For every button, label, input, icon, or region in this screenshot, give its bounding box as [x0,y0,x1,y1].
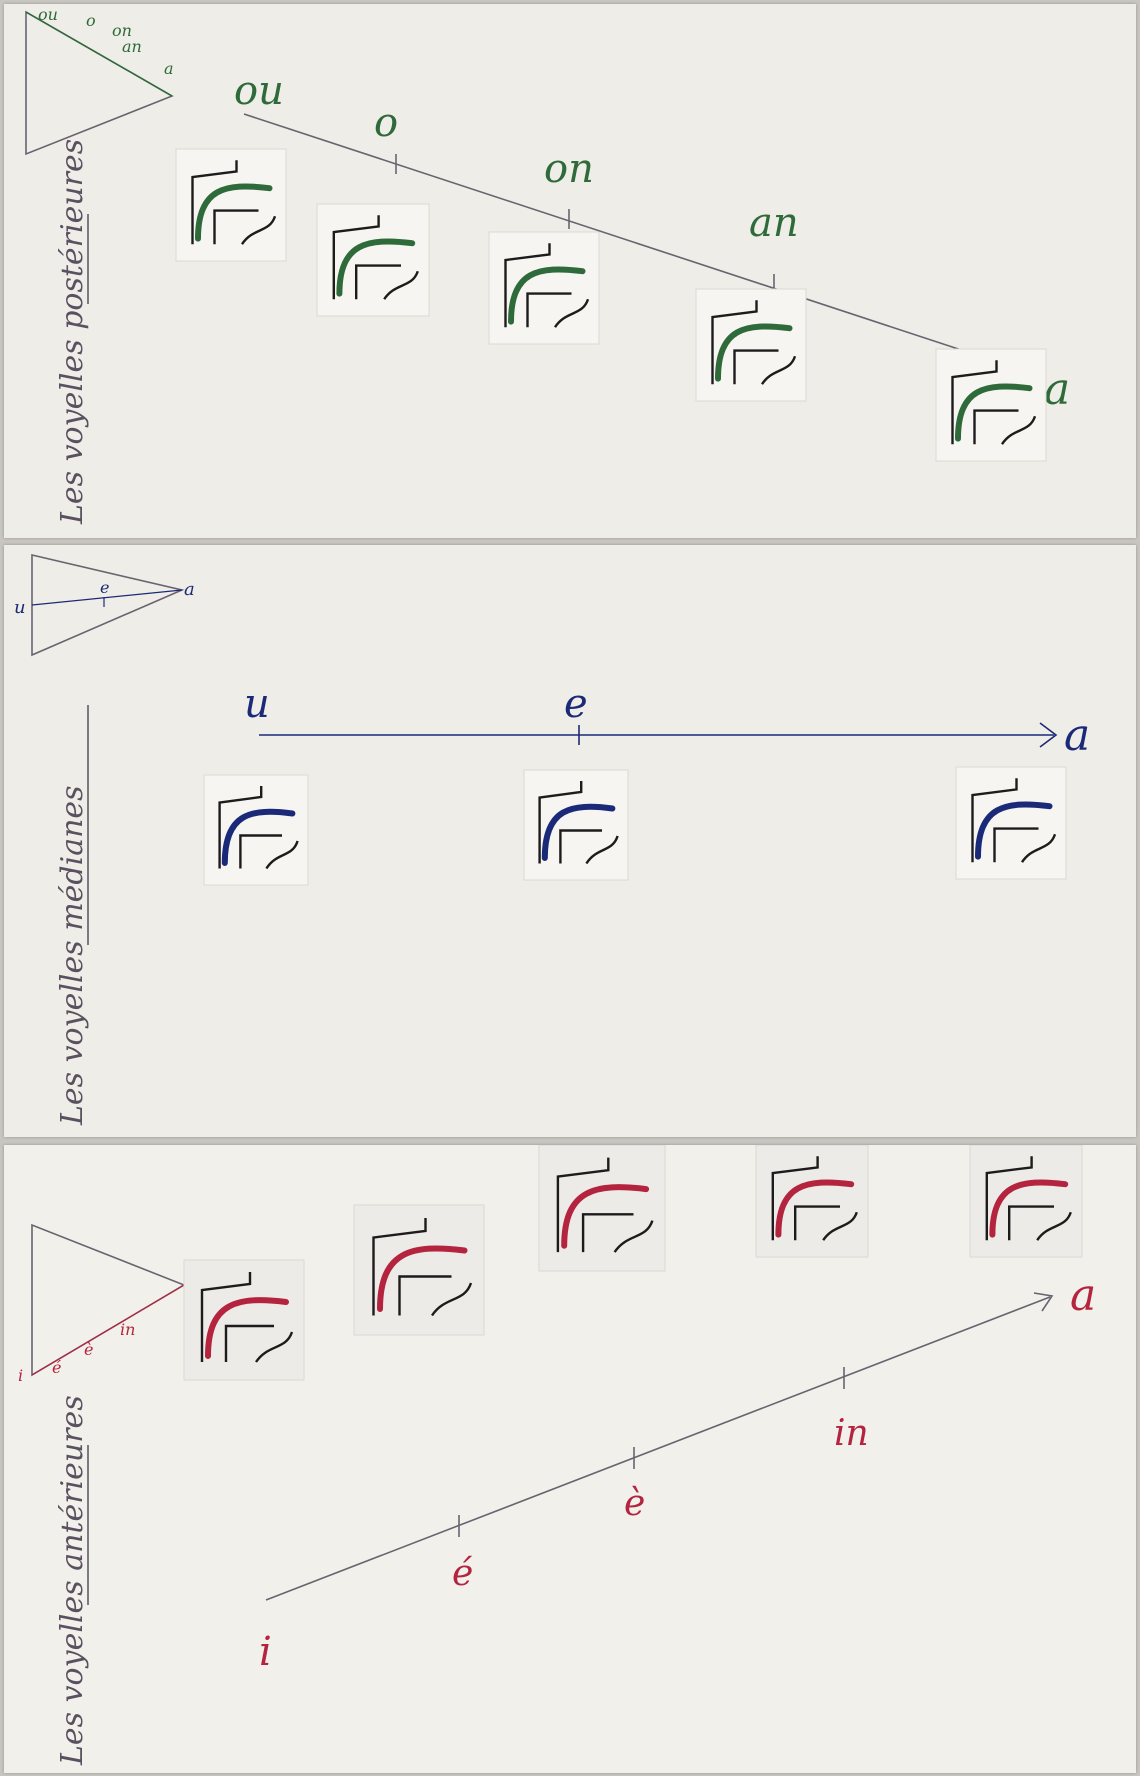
sheet-posterior-vowels: Les voyelles postérieures a an on o ou o… [4,4,1136,538]
sheet-posterior-drawing: Les voyelles postérieures a an on o ou o… [4,4,1136,538]
anterior-triangle-e-acute: é [52,1358,61,1377]
posterior-triangle-on: on [112,21,132,40]
posterior-label-a: a [1044,364,1070,415]
anterior-triangle-e-grave: è [84,1340,93,1359]
posterior-triangle-o: o [86,11,96,30]
mouth-profile-diagram-icon [936,349,1046,461]
mouth-profile-diagram-icon [756,1145,868,1257]
anterior-label-e-acute: é [452,1553,473,1594]
median-axis: u e a [244,681,1090,761]
posterior-triangle-ou: ou [38,5,58,24]
vowel-triangle-icon: a an on o ou [26,5,174,154]
sheet-anterior-vowels: Les voyelles antérieures i é è in a i é … [4,1145,1136,1773]
sheet-median-drawing: Les voyelles médianes u e a u e a [4,545,1136,1137]
mouth-profile-diagram-icon [956,767,1066,879]
anterior-triangle-in: in [120,1320,135,1339]
median-label-a: a [1064,710,1090,761]
median-triangle-a: a [184,579,195,600]
anterior-label-i: i [259,1629,272,1675]
mouth-profile-diagram-icon [696,289,806,401]
median-triangle-e: e [100,578,109,597]
posterior-label-an: an [749,200,799,246]
mouth-profile-diagram-icon [317,204,429,316]
mouth-profile-diagram-icon [204,775,308,885]
posterior-title: Les voyelles postérieures [55,139,90,525]
vowel-triangle-icon: u e a [14,555,195,655]
anterior-label-a: a [1070,1270,1096,1321]
mouth-profile-diagram-icon [184,1260,304,1380]
anterior-title: Les voyelles antérieures [55,1395,90,1766]
posterior-label-ou: ou [234,68,284,114]
posterior-triangle-a: a [164,59,174,78]
posterior-label-on: on [544,146,594,192]
median-label-u: u [244,681,270,727]
mouth-profile-diagram-icon [489,232,599,344]
mouth-profile-diagram-icon [524,770,628,880]
sheet-median-vowels: Les voyelles médianes u e a u e a [4,545,1136,1137]
median-label-e: e [564,681,588,727]
anterior-label-in: in [834,1413,869,1454]
vowel-triangle-icon: i é è in a [18,1225,201,1385]
mouth-profile-diagram-icon [539,1145,665,1271]
anterior-triangle-i: i [18,1366,23,1385]
mouth-profile-diagram-icon [176,149,286,261]
median-title: Les voyelles médianes [55,785,90,1126]
posterior-label-o: o [374,100,398,146]
median-triangle-u: u [14,597,26,618]
mouth-profile-diagram-icon [354,1205,484,1335]
sheet-anterior-drawing: Les voyelles antérieures i é è in a i é … [4,1145,1136,1773]
anterior-label-e-grave: è [624,1483,645,1524]
mouth-profile-diagram-icon [970,1145,1082,1257]
